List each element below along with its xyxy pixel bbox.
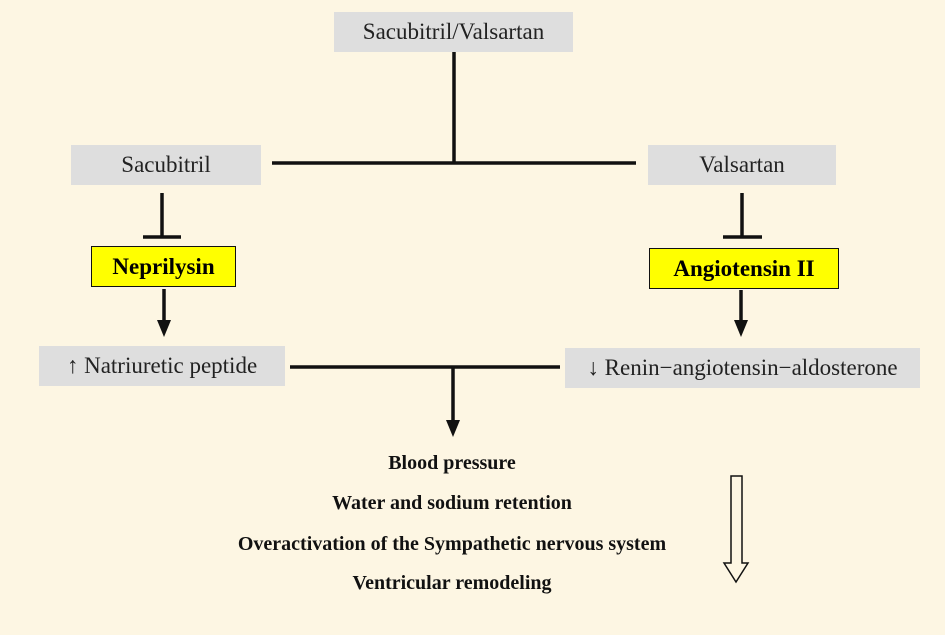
outcome-item: Overactivation of the Sympathetic nervou… <box>237 533 667 555</box>
right-effect-box: ↓ Renin−angiotensin−aldosterone <box>565 348 920 388</box>
left-drug-box: Sacubitril <box>71 145 261 185</box>
left-arrow-head <box>157 320 171 337</box>
left-target-box: Neprilysin <box>91 246 236 287</box>
center-arrow-head <box>446 420 460 437</box>
right-arrow-head <box>734 320 748 337</box>
hollow-down-arrow-icon <box>722 475 750 584</box>
outcome-item: Ventricular remodeling <box>352 572 552 594</box>
left-effect-box: ↑ Natriuretic peptide <box>39 346 285 386</box>
right-drug-box: Valsartan <box>648 145 836 185</box>
top-drug-box: Sacubitril/Valsartan <box>334 12 573 52</box>
right-target-box: Angiotensin II <box>649 248 839 289</box>
outcome-item: Blood pressure <box>388 452 516 474</box>
outcome-item: Water and sodium retention <box>332 492 572 514</box>
